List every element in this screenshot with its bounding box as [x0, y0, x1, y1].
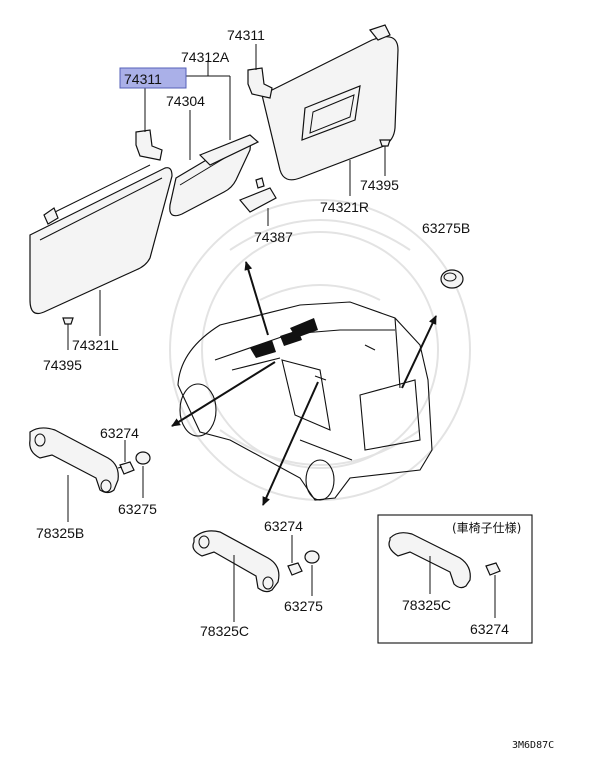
callout-78325C-a[interactable]: 78325C — [200, 623, 249, 639]
callout-63275-a[interactable]: 63275 — [118, 501, 157, 517]
screw-left[interactable] — [62, 317, 74, 335]
callout-74387[interactable]: 74387 — [254, 229, 293, 245]
sun-visor-left[interactable] — [29, 164, 173, 315]
vehicle-body — [177, 301, 433, 501]
callout-74311-highlight[interactable]: 74311 — [124, 71, 162, 87]
leader-lines — [67, 44, 496, 622]
watermark-emblem — [169, 199, 471, 501]
bolt-63274-b[interactable] — [287, 562, 303, 576]
cap-63275B[interactable] — [440, 269, 464, 289]
inset-title: (車椅子仕様) — [452, 521, 521, 535]
callout-74395-left[interactable]: 74395 — [43, 357, 82, 373]
highlight-74311 — [119, 67, 187, 89]
clip-74387[interactable] — [255, 177, 265, 189]
assist-grip-78325B[interactable] — [29, 427, 119, 494]
callout-74321R[interactable]: 74321R — [320, 199, 369, 215]
visor-holder-right[interactable] — [247, 67, 273, 99]
sun-visor-right[interactable] — [261, 24, 399, 181]
inner-mirror[interactable] — [169, 134, 260, 217]
bolt-63274-a[interactable] — [117, 461, 135, 475]
callout-63274-c[interactable]: 63274 — [470, 621, 509, 637]
roof-parts-highlight — [250, 318, 318, 358]
callout-78325C-b[interactable]: 78325C — [402, 597, 451, 613]
mirror-cover[interactable] — [239, 187, 277, 213]
callout-63275-b[interactable]: 63275 — [284, 598, 323, 614]
callout-63274-b[interactable]: 63274 — [264, 518, 303, 534]
callout-74321L[interactable]: 74321L — [72, 337, 119, 353]
location-arrows — [171, 261, 437, 506]
screw-right[interactable] — [379, 139, 391, 157]
cap-63275-a[interactable] — [135, 451, 151, 465]
callout-63274-a[interactable]: 63274 — [100, 425, 139, 441]
callout-74311-top[interactable]: 74311 — [227, 27, 265, 43]
assist-grip-78325C-a[interactable] — [192, 530, 280, 593]
cap-63275-b[interactable] — [304, 550, 320, 564]
callout-78325B[interactable]: 78325B — [36, 525, 84, 541]
callout-63275B[interactable]: 63275B — [422, 220, 470, 236]
callout-74304[interactable]: 74304 — [166, 93, 205, 109]
visor-holder-left[interactable] — [135, 129, 163, 161]
diagram-code: 3M6D87C — [512, 740, 554, 751]
callout-74312A[interactable]: 74312A — [181, 49, 230, 65]
callout-74395-right[interactable]: 74395 — [360, 177, 399, 193]
